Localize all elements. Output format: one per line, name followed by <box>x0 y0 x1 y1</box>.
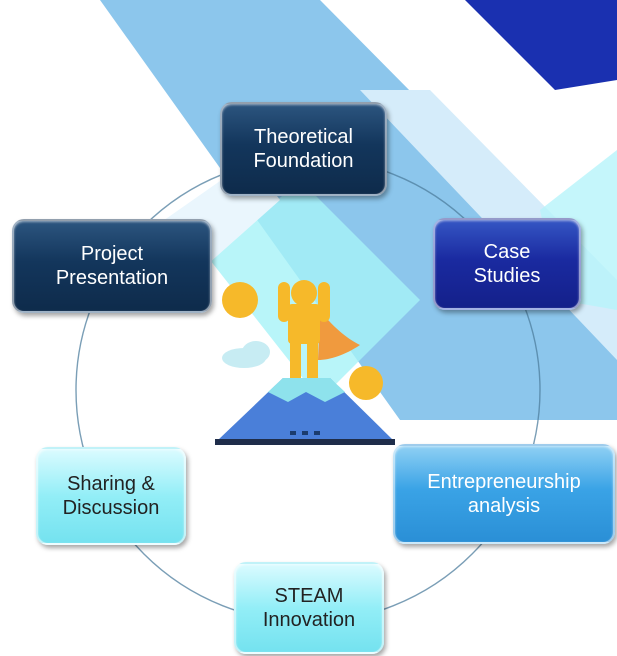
node-theoretical-foundation: Theoretical Foundation <box>220 102 387 196</box>
hero-on-mountain-icon <box>215 280 395 445</box>
node-label-line2: Studies <box>473 265 541 287</box>
node-label-line1: STEAM <box>274 585 344 607</box>
node-label-line1: Project <box>80 243 144 265</box>
node-label-line2: Presentation <box>55 267 169 289</box>
node-label-line1: Entrepreneurship <box>427 471 581 493</box>
node-label-line2: Foundation <box>253 150 354 172</box>
node-entrepreneurship-analysis: Entrepreneurship analysis <box>393 444 615 544</box>
node-label-line1: Case <box>483 241 531 263</box>
node-label-line1: Theoretical <box>254 126 353 148</box>
node-project-presentation: Project Presentation <box>12 219 212 313</box>
node-label-line2: Innovation <box>262 609 356 631</box>
navy-triangle <box>465 0 617 90</box>
node-label-line2: analysis <box>467 495 541 517</box>
node-label-line2: Discussion <box>62 497 160 519</box>
node-sharing-discussion: Sharing & Discussion <box>36 447 186 545</box>
node-case-studies: Case Studies <box>433 218 581 310</box>
node-steam-innovation: STEAM Innovation <box>234 562 384 654</box>
node-label-line1: Sharing & <box>67 473 155 495</box>
